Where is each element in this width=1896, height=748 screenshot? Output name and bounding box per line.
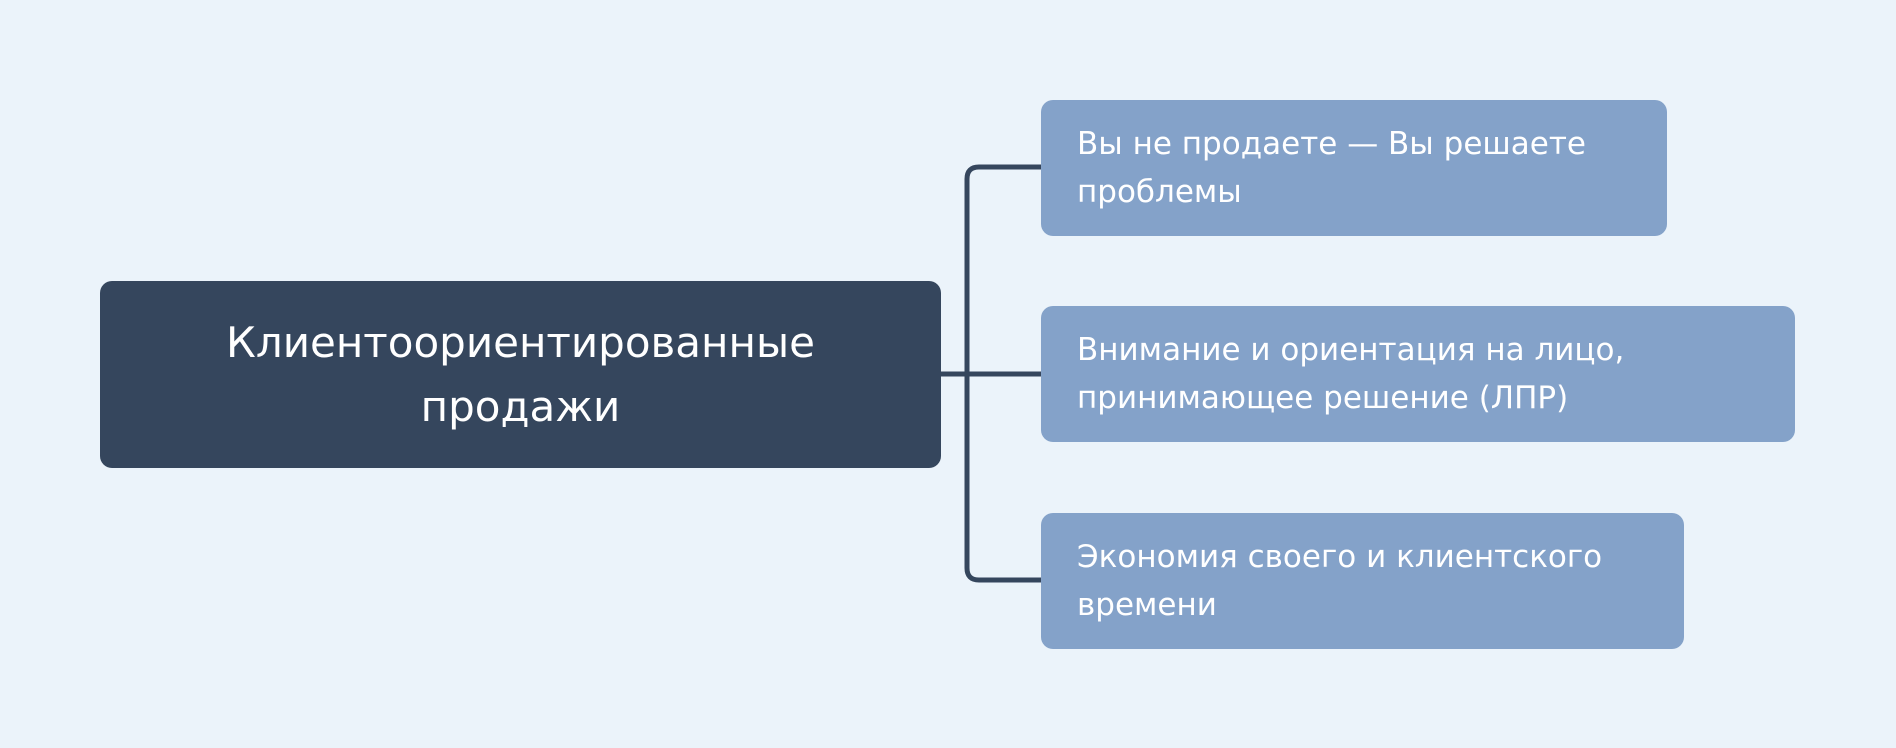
child-node-1[interactable]: Вы не продаете — Вы решаете проблемы [1041,100,1667,236]
child-node-label: Вы не продаете — Вы решаете проблемы [1077,126,1586,210]
child-node-label: Внимание и ориентация на лицо, принимающ… [1077,332,1625,416]
child-node-3[interactable]: Экономия своего и клиентского времени [1041,513,1684,649]
root-node[interactable]: Клиентоориентированные продажи [100,281,941,468]
connector-branch [964,164,1041,583]
child-node-label: Экономия своего и клиентского времени [1077,539,1603,623]
root-node-label: Клиентоориентированные продажи [226,317,815,431]
child-node-2[interactable]: Внимание и ориентация на лицо, принимающ… [1041,306,1795,442]
